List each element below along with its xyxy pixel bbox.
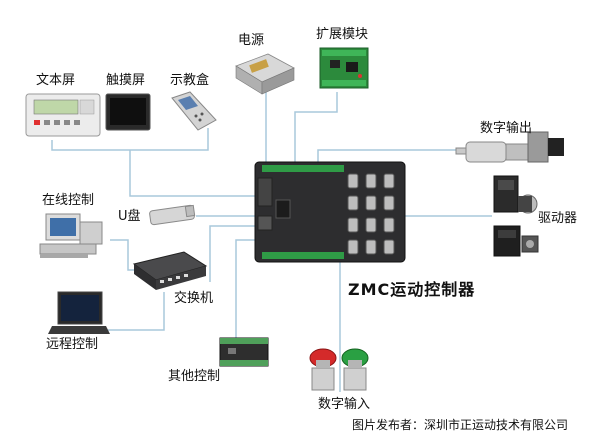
label-text-screen: 文本屏 <box>36 73 76 88</box>
other-controller-icon <box>219 337 269 367</box>
line-other <box>235 239 255 342</box>
connector-lines <box>51 92 492 392</box>
line-switch-up <box>209 225 255 282</box>
label-usb-disk: U盘 <box>118 209 141 224</box>
text-screen-icon <box>25 93 101 137</box>
remote-laptop-icon <box>48 291 110 334</box>
teach-pendant-icon <box>171 91 217 131</box>
label-remote-control: 远程控制 <box>46 337 99 352</box>
expansion-module-icon <box>319 47 369 89</box>
stepper-driver-icon <box>493 225 539 257</box>
label-other-control: 其他控制 <box>168 369 221 384</box>
usb-disk-icon <box>149 204 196 226</box>
diagram-title: ZMC运动控制器 <box>348 280 476 299</box>
zmc-controller-icon <box>254 161 406 263</box>
publisher-credit: 图片发布者：深圳市正运动技术有限公司 <box>352 418 569 432</box>
line-output <box>317 149 462 162</box>
label-online-control: 在线控制 <box>42 193 95 208</box>
green-push-button-icon <box>341 348 369 391</box>
label-digital-input: 数字输入 <box>318 397 371 412</box>
label-digital-output: 数字输出 <box>480 121 533 136</box>
label-expansion-module: 扩展模块 <box>316 27 369 42</box>
label-driver: 驱动器 <box>538 211 578 226</box>
power-supply-icon <box>235 53 295 95</box>
label-touch-screen: 触摸屏 <box>106 73 146 88</box>
label-teach-pendant: 示教盒 <box>170 73 210 88</box>
digital-output-valve-icon <box>455 131 564 163</box>
online-pc-icon <box>39 213 103 258</box>
line-remote <box>108 292 165 331</box>
line-expansion <box>294 92 338 162</box>
touch-screen-icon <box>105 93 151 131</box>
red-push-button-icon <box>309 348 337 391</box>
label-power: 电源 <box>238 33 265 48</box>
line-hmi-trunk <box>129 150 255 197</box>
servo-driver-icon <box>493 175 538 214</box>
label-switch: 交换机 <box>174 291 214 306</box>
network-switch-icon <box>132 251 208 290</box>
